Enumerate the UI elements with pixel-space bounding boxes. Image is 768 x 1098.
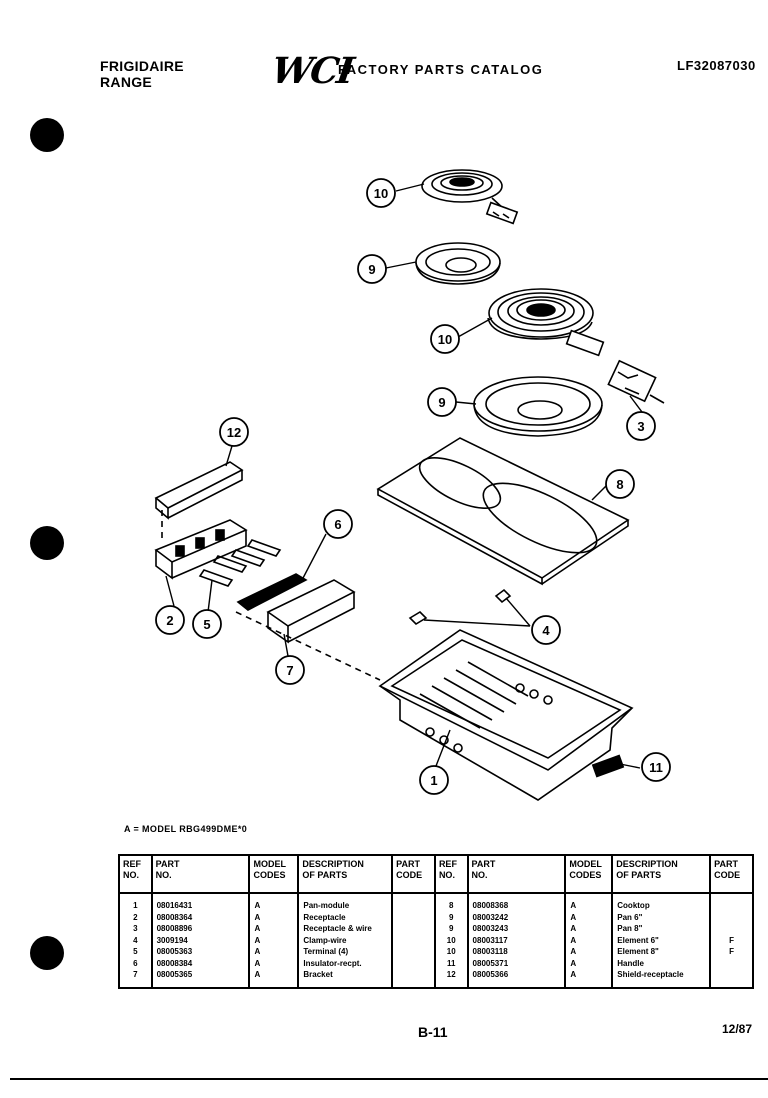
right-partcode-column: F F xyxy=(709,893,754,988)
callout-11: 11 xyxy=(641,752,671,782)
punch-hole-bottom xyxy=(30,936,64,970)
catalog-number: LF32087030 xyxy=(677,58,756,73)
header-description: DESCRIPTION OF PARTS xyxy=(297,855,394,894)
left-description-column: Pan-module Receptacle Receptacle & wire … xyxy=(297,893,394,988)
left-codes-column: A A A A A A A xyxy=(248,893,300,988)
header-ref-no-right: REF NO. xyxy=(433,855,469,894)
svg-text:4: 4 xyxy=(542,623,550,638)
terminals xyxy=(198,539,282,587)
left-ref-column: 1 2 3 4 5 6 7 xyxy=(118,893,153,988)
callout-3: 3 xyxy=(626,411,656,441)
right-part-column: 08008368 08003242 08003243 08003117 0800… xyxy=(466,893,567,988)
brand-name: FRIGIDAIRE xyxy=(100,58,184,74)
header-part-no-right: PART NO. xyxy=(466,855,567,894)
header-ref-no: REF NO. xyxy=(118,855,153,894)
callout-10-top: 10 xyxy=(366,178,396,208)
receptacle-block xyxy=(154,519,248,580)
callout-7: 7 xyxy=(275,655,305,685)
element-8in xyxy=(487,288,605,357)
table-header-row: REF NO. PART NO. MODEL CODES DESCRIPTION… xyxy=(118,855,754,894)
svg-text:12: 12 xyxy=(227,425,241,440)
callout-12: 12 xyxy=(219,417,249,447)
bracket xyxy=(266,579,356,644)
right-ref-column: 8 9 9 10 10 11 12 xyxy=(433,893,469,988)
pan-module xyxy=(378,629,634,801)
catalog-title: FACTORY PARTS CATALOG xyxy=(338,62,544,77)
parts-table: REF NO. PART NO. MODEL CODES DESCRIPTION… xyxy=(118,854,754,989)
pan-6in xyxy=(415,242,501,285)
right-description-column: Cooktop Pan 6" Pan 8" Element 6" Element… xyxy=(611,893,712,988)
svg-text:2: 2 xyxy=(166,613,173,628)
insulator-receptacle xyxy=(236,573,308,611)
svg-text:8: 8 xyxy=(616,477,623,492)
catalog-date: 12/87 xyxy=(722,1022,753,1036)
element-6in-top xyxy=(421,169,519,225)
svg-text:10: 10 xyxy=(374,186,388,201)
exploded-parts-diagram: 10 9 10 9 3 12 8 6 2 5 4 7 1 11 xyxy=(154,169,671,801)
svg-text:11: 11 xyxy=(649,760,663,775)
pan-8in xyxy=(473,376,603,437)
callout-8: 8 xyxy=(605,469,635,499)
callout-5: 5 xyxy=(192,609,222,639)
callout-1: 1 xyxy=(419,765,449,795)
callout-6: 6 xyxy=(323,509,353,539)
right-codes-column: A A A A A A A xyxy=(564,893,614,988)
header-model-codes: MODEL CODES xyxy=(248,855,300,894)
cooktop xyxy=(376,437,630,586)
callout-9-top: 9 xyxy=(357,254,387,284)
svg-text:10: 10 xyxy=(438,332,452,347)
header-part-code-right: PART CODE xyxy=(709,855,754,894)
brand-block: FRIGIDAIRE RANGE xyxy=(100,58,184,90)
svg-text:7: 7 xyxy=(286,663,293,678)
bottom-border xyxy=(10,1078,768,1080)
page-number: B-11 xyxy=(418,1024,448,1040)
svg-text:9: 9 xyxy=(368,262,375,277)
svg-text:1: 1 xyxy=(430,773,437,788)
header-description-right: DESCRIPTION OF PARTS xyxy=(611,855,712,894)
left-partcode-column xyxy=(391,893,436,988)
svg-text:6: 6 xyxy=(334,517,341,532)
product-type: RANGE xyxy=(100,74,153,90)
svg-text:9: 9 xyxy=(438,395,445,410)
callout-2: 2 xyxy=(155,605,185,635)
header-part-code: PART CODE xyxy=(391,855,436,894)
callout-4: 4 xyxy=(531,615,561,645)
shield-receptacle xyxy=(154,461,244,520)
clamp-wire xyxy=(408,588,512,626)
receptacle-wire xyxy=(607,359,665,404)
model-note: A = MODEL RBG499DME*0 xyxy=(124,824,248,834)
punch-hole-middle xyxy=(30,526,64,560)
svg-text:3: 3 xyxy=(637,419,644,434)
header-part-no: PART NO. xyxy=(150,855,251,894)
callout-10: 10 xyxy=(430,324,460,354)
punch-hole-top xyxy=(30,118,64,152)
handle xyxy=(591,754,625,778)
svg-text:5: 5 xyxy=(203,617,210,632)
header-model-codes-right: MODEL CODES xyxy=(564,855,614,894)
left-part-column: 08016431 08008364 08008896 3009194 08005… xyxy=(150,893,251,988)
callout-9: 9 xyxy=(427,387,457,417)
table-row: 1 2 3 4 5 6 7 08016431 08008364 08008896… xyxy=(118,893,754,988)
